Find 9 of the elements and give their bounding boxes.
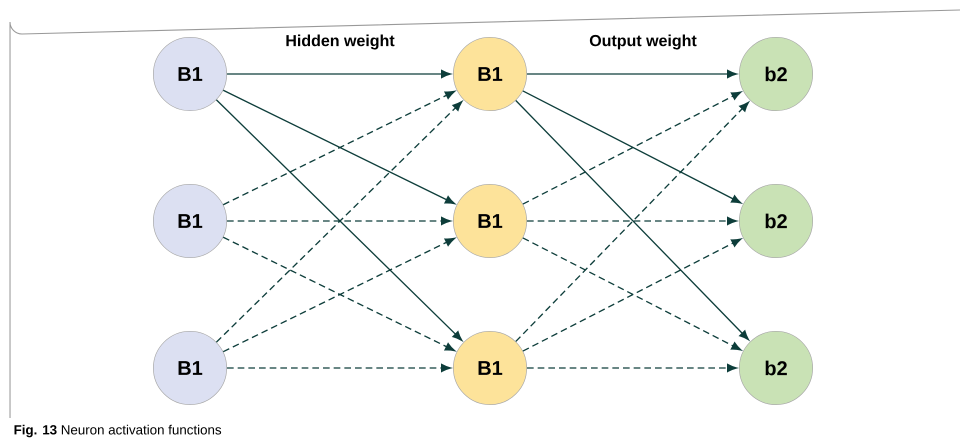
figure-caption: Fig. 13 Neuron activation functions (14, 424, 222, 438)
layer-label: Hidden weight (286, 34, 394, 50)
arrow (527, 216, 738, 226)
arrow (527, 364, 738, 372)
arrow (527, 70, 738, 78)
arrow (227, 364, 452, 372)
arrow (227, 216, 452, 226)
layer-label: Output weight (590, 34, 697, 50)
arrow (227, 70, 452, 78)
